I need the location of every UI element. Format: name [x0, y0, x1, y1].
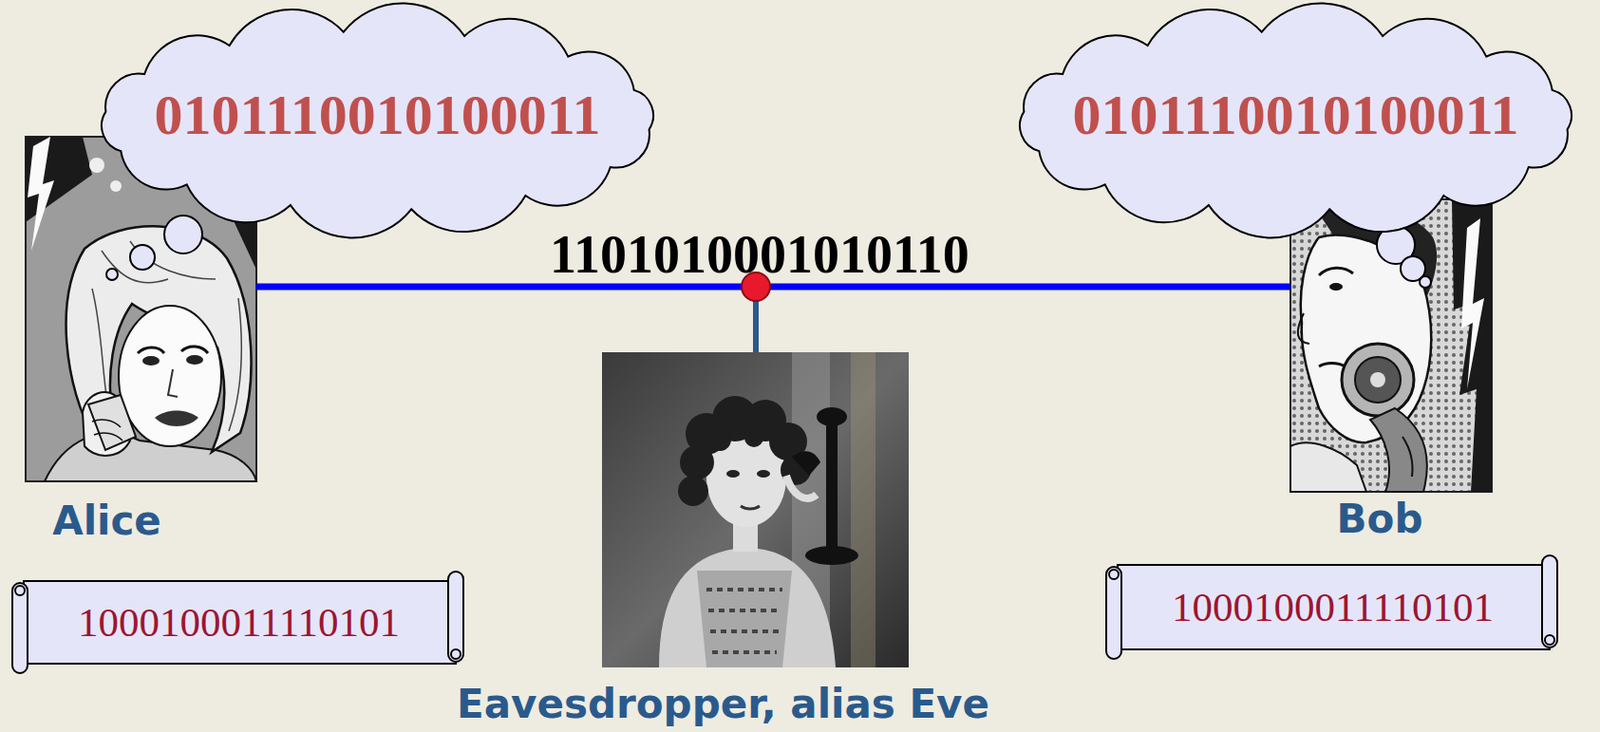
- cloud-shape: [1019, 3, 1572, 239]
- eve-portrait: [602, 352, 909, 668]
- shared-key: 0101110010100011: [1072, 86, 1519, 144]
- scroll-body: [23, 581, 456, 664]
- drawing-part: [1290, 199, 1492, 492]
- drawing-part: [696, 570, 792, 668]
- drawing-part: [66, 225, 252, 452]
- drawing-part: [164, 215, 203, 254]
- drawing-part: [1370, 408, 1428, 492]
- drawing-part: [130, 244, 155, 270]
- drawing-part: [786, 475, 817, 499]
- person-name: Alice: [52, 501, 162, 542]
- drawing-part: [756, 470, 771, 478]
- drawing-part: [27, 136, 55, 251]
- drawing-part: [602, 352, 909, 668]
- drawing-part: [92, 419, 123, 441]
- drawing-part: [826, 418, 838, 552]
- scroll-curl: [1109, 569, 1119, 580]
- drawing-part: [1419, 276, 1431, 288]
- channel-line: [256, 283, 1291, 291]
- drawing-part: [1402, 436, 1413, 477]
- person-name: Eavesdropper, alias Eve: [456, 684, 990, 725]
- drawing-part: [1461, 218, 1485, 390]
- person-name: Bob: [1336, 499, 1424, 540]
- key-pad-text: 1000100011110101: [1171, 586, 1494, 628]
- thought-cloud: 0101110010100011: [81, 8, 674, 233]
- drawing-part: [1298, 313, 1310, 344]
- person-picture: Eavesdropper, alias Eve: [602, 352, 909, 668]
- ciphertext: 1101010001010110: [549, 227, 970, 282]
- drawing-part: [88, 395, 136, 451]
- scroll-curl: [1544, 635, 1555, 645]
- drawing-part: [658, 547, 836, 668]
- shared-key: 0101110010100011: [153, 86, 601, 144]
- drawing-part: [1318, 267, 1354, 276]
- key-pad-text: 1000100011110101: [77, 602, 400, 643]
- drawing-part: [740, 506, 760, 509]
- drawing-part: [1355, 357, 1401, 403]
- drawing-part: [816, 407, 848, 427]
- drawing-part: [1341, 343, 1414, 416]
- drawing-part: [168, 369, 178, 397]
- drawing-part: [679, 445, 715, 480]
- drawing-part: [744, 428, 764, 448]
- drawing-part: [186, 355, 204, 365]
- drawing-part: [106, 268, 118, 281]
- scroll-curl: [448, 571, 464, 662]
- bob-portrait: [1290, 198, 1492, 492]
- drawing-part: [89, 157, 105, 173]
- cloud-shape: [101, 3, 654, 239]
- drawing-part: [706, 589, 783, 653]
- scroll-curl: [1542, 555, 1558, 648]
- drawing-part: [677, 475, 709, 507]
- drawing-part: [791, 451, 821, 476]
- drawing-part: [110, 180, 122, 192]
- drawing-part: [1300, 234, 1431, 443]
- drawing-part: [1370, 372, 1386, 388]
- drawing-part: [708, 428, 732, 452]
- scroll-curl: [451, 649, 461, 659]
- drawing-part: [142, 356, 160, 366]
- drawing-part: [850, 352, 876, 668]
- scroll-body: [1117, 564, 1550, 650]
- drawing-part: [1290, 442, 1367, 492]
- scroll-curl: [12, 583, 28, 674]
- drawing-part: [1451, 199, 1492, 492]
- drawing-part: [1329, 282, 1343, 291]
- person-picture: Bob: [1290, 199, 1492, 492]
- thought-cloud: 0101110010100011: [999, 8, 1592, 233]
- drawing-part: [154, 411, 199, 428]
- drawing-part: [118, 305, 222, 447]
- drawing-part: [805, 545, 859, 565]
- scroll-curl: [1106, 566, 1122, 659]
- key-scroll: 1000100011110101: [1104, 553, 1562, 661]
- scroll-curl: [15, 585, 25, 596]
- key-scroll: 1000100011110101: [10, 569, 468, 676]
- drawing-part: [137, 346, 208, 354]
- drawing-part: [726, 470, 740, 478]
